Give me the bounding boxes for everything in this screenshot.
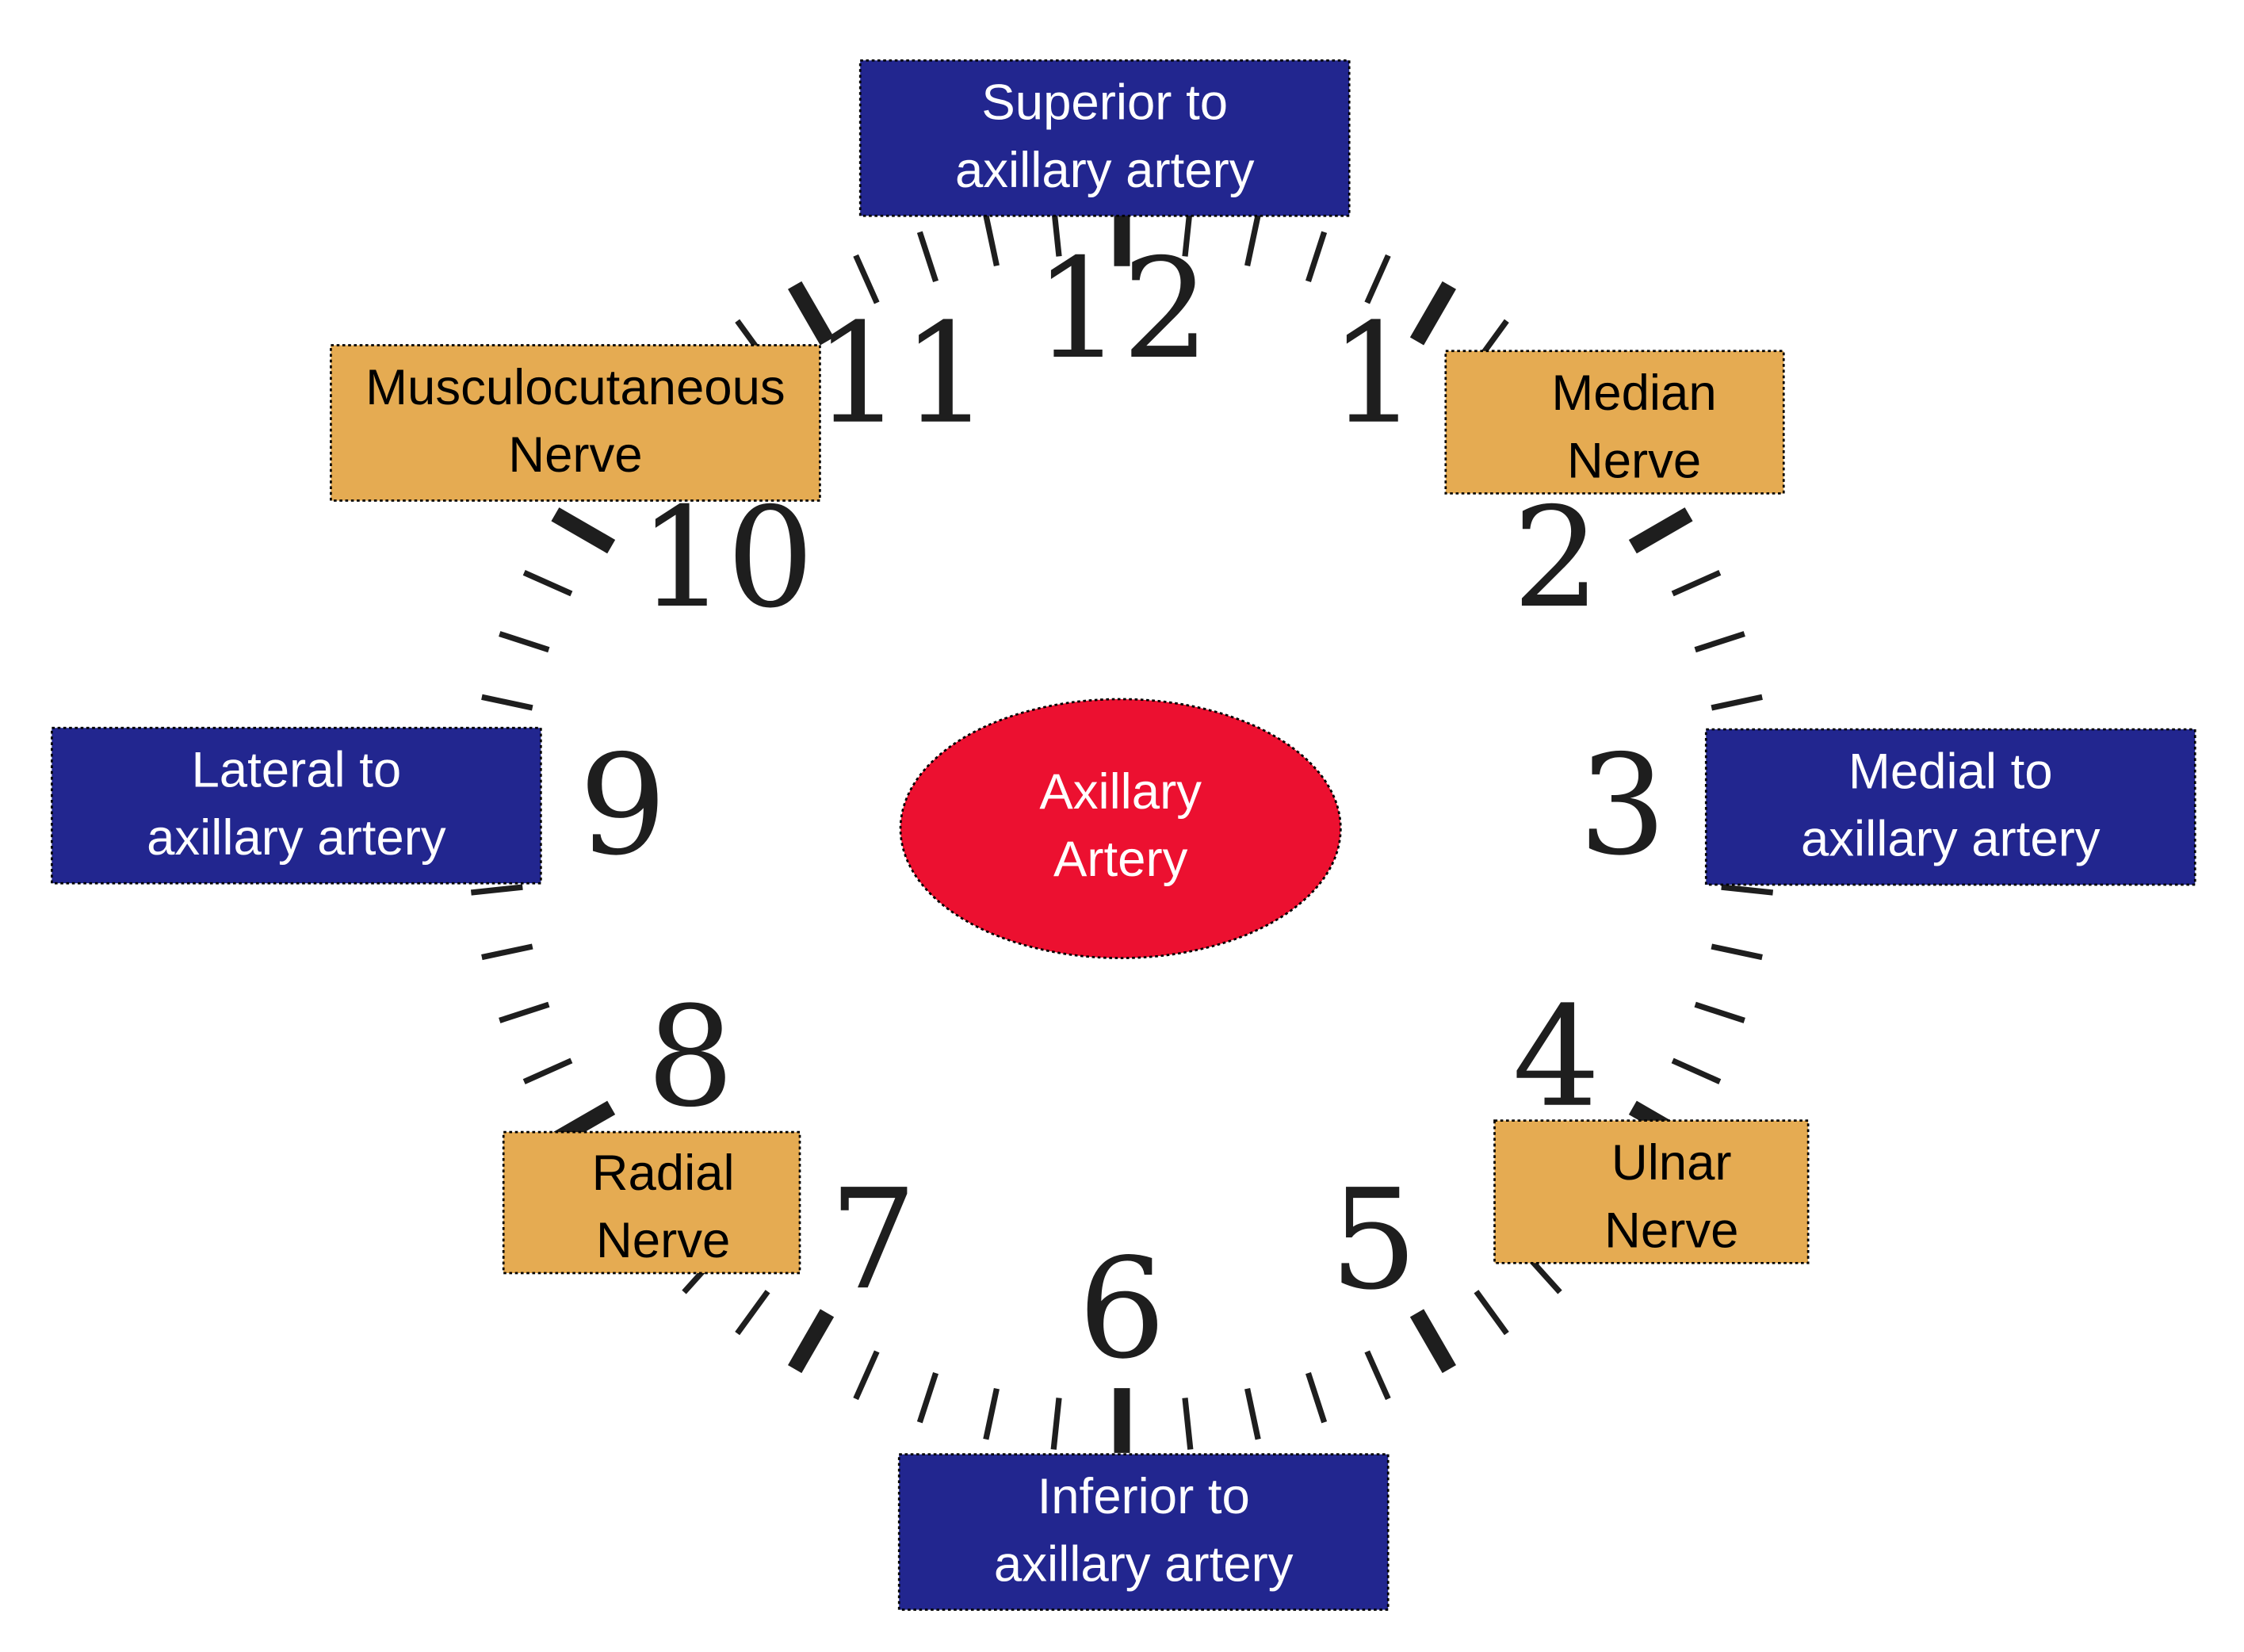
minute-tick [481,943,533,961]
minute-tick [1474,1290,1509,1336]
clock-number-11: 11 [814,294,990,455]
minute-tick [983,1387,1000,1440]
minute-tick [522,570,573,597]
lateral-line2: axillary artery [147,810,446,866]
clock-numbers: 12 1 2 3 4 5 6 7 8 9 10 11 [579,229,1666,1390]
minute-tick [853,1350,880,1401]
minute-tick [1244,1387,1261,1440]
inferior-box: Inferior to axillary artery [897,1453,1390,1612]
superior-line1: Superior to [981,75,1228,131]
clock-number-5: 5 [1330,1160,1418,1321]
minute-tick [481,694,533,711]
minute-tick [1050,1398,1062,1450]
minute-tick [916,231,939,282]
clock-number-4: 4 [1512,977,1600,1138]
minute-tick [1305,231,1328,282]
artery-label-line1: Axillary [1039,764,1202,820]
minute-tick [1364,1350,1391,1401]
minute-tick [1694,1001,1745,1023]
musculocutaneous-line1: Musculocutaneous [365,360,785,415]
superior-line2: axillary artery [955,143,1255,198]
minute-tick [499,1001,550,1023]
minute-tick [470,884,523,896]
medial-line1: Medial to [1848,744,2053,799]
axillary-artery: Axillary Artery [899,698,1342,959]
radial-line2: Nerve [596,1213,730,1268]
medial-box: Medial to axillary artery [1704,728,2196,886]
minute-tick [1694,631,1745,653]
musculocutaneous-nerve-box: Musculocutaneous Nerve [330,344,821,502]
hour-tick [1628,507,1693,554]
radial-nerve-box: Radial Nerve [502,1130,801,1275]
hour-tick [551,507,616,554]
minute-tick [1711,943,1763,961]
hour-tick [1409,281,1456,346]
musculocutaneous-line2: Nerve [508,427,642,483]
hour-tick [788,281,835,346]
minute-tick [499,631,550,653]
artery-label-line2: Artery [1053,832,1188,887]
clock-number-2: 2 [1512,478,1600,639]
minute-tick [1305,1371,1328,1424]
lateral-box: Lateral to axillary artery [51,726,542,885]
inferior-line2: axillary artery [994,1536,1294,1592]
minute-tick [1364,254,1391,304]
radial-line1: Radial [592,1145,735,1201]
median-line2: Nerve [1567,433,1701,488]
ulnar-line2: Nerve [1604,1203,1738,1258]
minute-tick [1721,884,1774,896]
minute-tick [916,1371,939,1424]
minute-tick [853,254,880,304]
minute-tick [1671,570,1722,597]
median-line1: Median [1551,365,1716,421]
minute-tick [1182,1398,1194,1450]
clock-number-7: 7 [829,1160,917,1321]
minute-tick [1671,1057,1722,1084]
hour-tick [1409,1309,1456,1374]
ulnar-line1: Ulnar [1611,1135,1732,1191]
clock-number-3: 3 [1579,725,1667,886]
ulnar-nerve-box: Ulnar Nerve [1493,1119,1810,1264]
hour-tick [788,1309,835,1374]
minute-tick [735,1290,770,1336]
superior-box: Superior to axillary artery [858,59,1351,217]
clock-number-6: 6 [1078,1229,1166,1390]
clock-number-1: 1 [1330,294,1418,455]
medial-line2: axillary artery [1801,812,2101,867]
minute-tick [983,214,1000,266]
median-nerve-box: Median Nerve [1444,350,1785,495]
lateral-line1: Lateral to [191,743,401,798]
minute-tick [1244,214,1261,266]
clock-number-10: 10 [639,478,815,639]
minute-tick [522,1057,573,1084]
minute-tick [1711,694,1763,711]
clock-number-9: 9 [579,725,667,886]
clock-number-12: 12 [1034,229,1210,390]
inferior-line1: Inferior to [1038,1469,1250,1524]
clock-number-8: 8 [647,977,735,1138]
